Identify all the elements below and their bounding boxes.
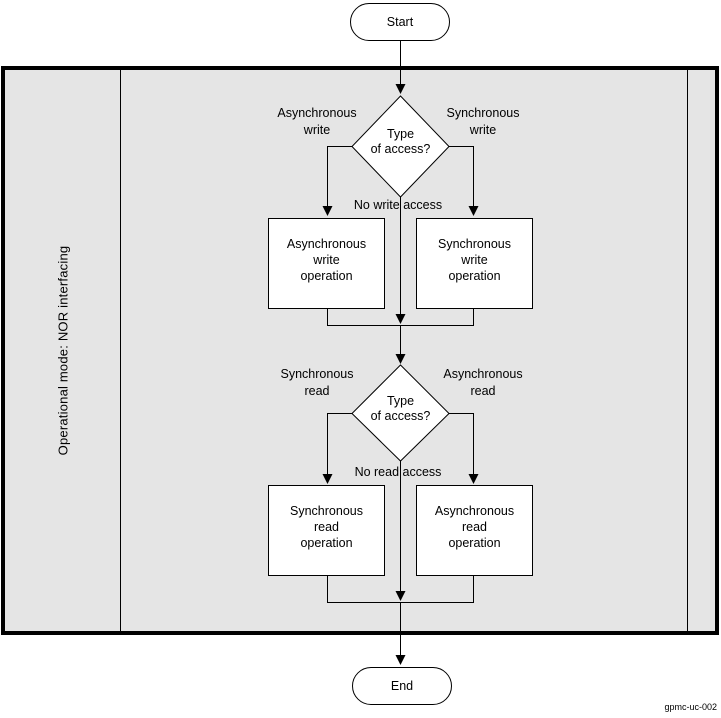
process-synchronous-write-operation: Synchronous write operation	[416, 218, 533, 309]
edge-decision2-right	[449, 413, 479, 484]
start-label: Start	[386, 15, 414, 29]
decision1-question: Type of access?	[370, 127, 431, 156]
process-synchronous-read-operation: Synchronous read operation	[268, 485, 385, 576]
branch-label-no-read-access: No read access	[354, 465, 442, 479]
edge-decision1-right	[449, 146, 479, 216]
process-asynchronous-read-operation: Asynchronous read operation	[416, 485, 533, 576]
start-terminal: Start	[350, 3, 450, 41]
decision2-question: Type of access?	[370, 394, 431, 423]
lane-divider-left	[120, 70, 121, 631]
branch-label-asynchronous-write: Asynchronous write	[277, 106, 357, 137]
branch-label-synchronous-write: Synchronous write	[446, 106, 520, 137]
decision2-diamond	[351, 364, 450, 462]
branch-label-asynchronous-read: Asynchronous read	[443, 367, 523, 398]
figure-caption: gpmc-uc-002	[664, 702, 717, 712]
edge-decision2-left	[322, 413, 352, 484]
lane-divider-right	[687, 70, 688, 631]
branch-label-synchronous-read: Synchronous read	[280, 367, 354, 398]
end-label: End	[390, 679, 414, 693]
end-terminal: End	[352, 667, 452, 705]
decision1-diamond	[351, 95, 450, 198]
process-asynchronous-write-operation: Asynchronous write operation	[268, 218, 385, 309]
branch-label-no-write-access: No write access	[353, 198, 443, 212]
edge-decision1-left	[322, 146, 352, 216]
